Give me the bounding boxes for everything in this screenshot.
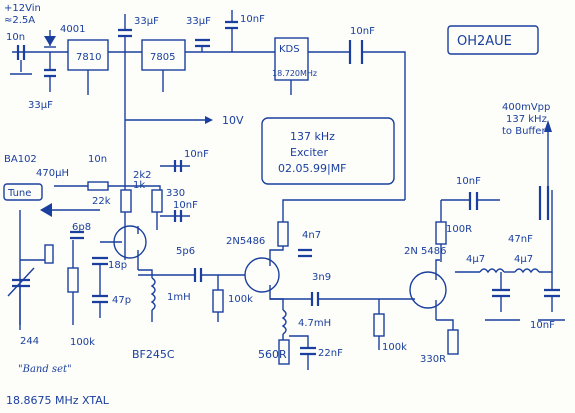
label-r-1k: 1k xyxy=(133,180,145,191)
label-osc-module: KDS xyxy=(279,44,300,55)
label-c-47p: 47p xyxy=(112,295,131,306)
resistor-100k-a xyxy=(67,267,79,293)
note-line-3: 02.05.99|MF xyxy=(278,162,347,175)
label-osc-freq: 18.720MHz xyxy=(272,69,317,78)
label-c-470: 470μH xyxy=(36,168,69,179)
oscillator-section xyxy=(3,160,245,330)
note-line-1: 137 kHz xyxy=(290,130,335,143)
label-r-330r: 330R xyxy=(420,354,446,365)
label-q2: 2N5486 xyxy=(226,236,265,247)
label-q1: BF245C xyxy=(132,348,175,361)
resistor-330r xyxy=(447,329,459,355)
output-line-2: 137 kHz xyxy=(506,114,547,125)
resistor-100k-b xyxy=(212,289,224,313)
label-c-reg2-in: 33μF xyxy=(134,16,159,27)
label-c-reg2-dec: 10nF xyxy=(240,14,265,25)
band-set-label: "Band set" xyxy=(18,364,72,375)
resistor-2k2 xyxy=(120,189,132,213)
label-l-4u7-b: 4μ7 xyxy=(514,254,533,265)
resistor-4n7-top xyxy=(277,221,289,247)
label-c-in-elko: 33μF xyxy=(28,100,53,111)
label-r-100k-c: 100k xyxy=(382,342,407,353)
label-c-10nf-b: 10nF xyxy=(184,149,209,160)
resistor-22k xyxy=(87,181,109,191)
supply-line-1: +12Vin xyxy=(4,3,41,14)
resistor-100r xyxy=(435,221,447,245)
label-ind-1mh: 1mH xyxy=(167,292,191,303)
crystal-symbol xyxy=(44,244,54,264)
supply-line-2: ≈2.5A xyxy=(4,15,35,26)
tune-label: Tune xyxy=(7,188,31,199)
label-c-10n-a: 10n xyxy=(88,154,107,165)
label-c-47nf: 47nF xyxy=(508,234,533,245)
label-r-330: 330 xyxy=(166,188,185,199)
label-c-10nf-d: 10nF xyxy=(456,176,481,187)
title-box: OH2AUE xyxy=(447,25,539,55)
label-c-in: 10n xyxy=(6,32,25,43)
label-reg1: 7810 xyxy=(76,52,101,63)
title-text: OH2AUE xyxy=(457,34,512,49)
label-r-560: 560R xyxy=(258,348,287,361)
label-c-6p8: 6p8 xyxy=(72,222,91,233)
resistor-100k-c xyxy=(373,313,385,337)
label-r-100k-a: 100k xyxy=(70,337,95,348)
label-c-18p: 18p xyxy=(108,260,127,271)
label-ind-4-7mh: 4.7mH xyxy=(298,318,331,329)
label-reg2: 7805 xyxy=(150,52,175,63)
label-q3: 2N 5486 xyxy=(404,246,446,257)
label-diode: 4001 xyxy=(60,24,85,35)
label-c-10nf-c: 10nF xyxy=(173,200,198,211)
diode-symbol xyxy=(44,36,56,46)
label-trimmer: 244 xyxy=(20,336,39,347)
label-varicap: BA102 xyxy=(4,154,37,165)
jfet-q2-symbol xyxy=(244,257,280,293)
label-r-100r: 100R xyxy=(446,224,472,235)
label-c-10nf-e: 10nF xyxy=(530,320,555,331)
supply-section xyxy=(10,10,406,260)
label-c-reg2-out: 33μF xyxy=(186,16,211,27)
note-box: 137 kHz Exciter 02.05.99|MF xyxy=(261,117,395,185)
output-line-3: to Buffer xyxy=(502,126,546,137)
resistor-560r xyxy=(278,339,290,365)
label-c-22nf: 22nF xyxy=(318,348,343,359)
resistor-330 xyxy=(151,189,163,213)
label-c-4n7-a: 4n7 xyxy=(302,230,321,241)
label-r-22k: 22k xyxy=(92,196,111,207)
label-c-3n9: 3n9 xyxy=(312,272,331,283)
crystal-label: 18.8675 MHz XTAL xyxy=(6,394,110,407)
output-section xyxy=(244,120,565,370)
rail-label: 10V xyxy=(222,114,244,127)
jfet-q3-symbol xyxy=(409,271,447,309)
note-line-2: Exciter xyxy=(290,146,328,159)
output-line-1: 400mVpp xyxy=(502,102,550,113)
label-l-4u7-a: 4μ7 xyxy=(466,254,485,265)
label-r-100k-b: 100k xyxy=(228,294,253,305)
label-c-osc: 10nF xyxy=(350,26,375,37)
label-c-5p6: 5p6 xyxy=(176,246,195,257)
label-r-2k2: 2k2 xyxy=(133,170,152,181)
